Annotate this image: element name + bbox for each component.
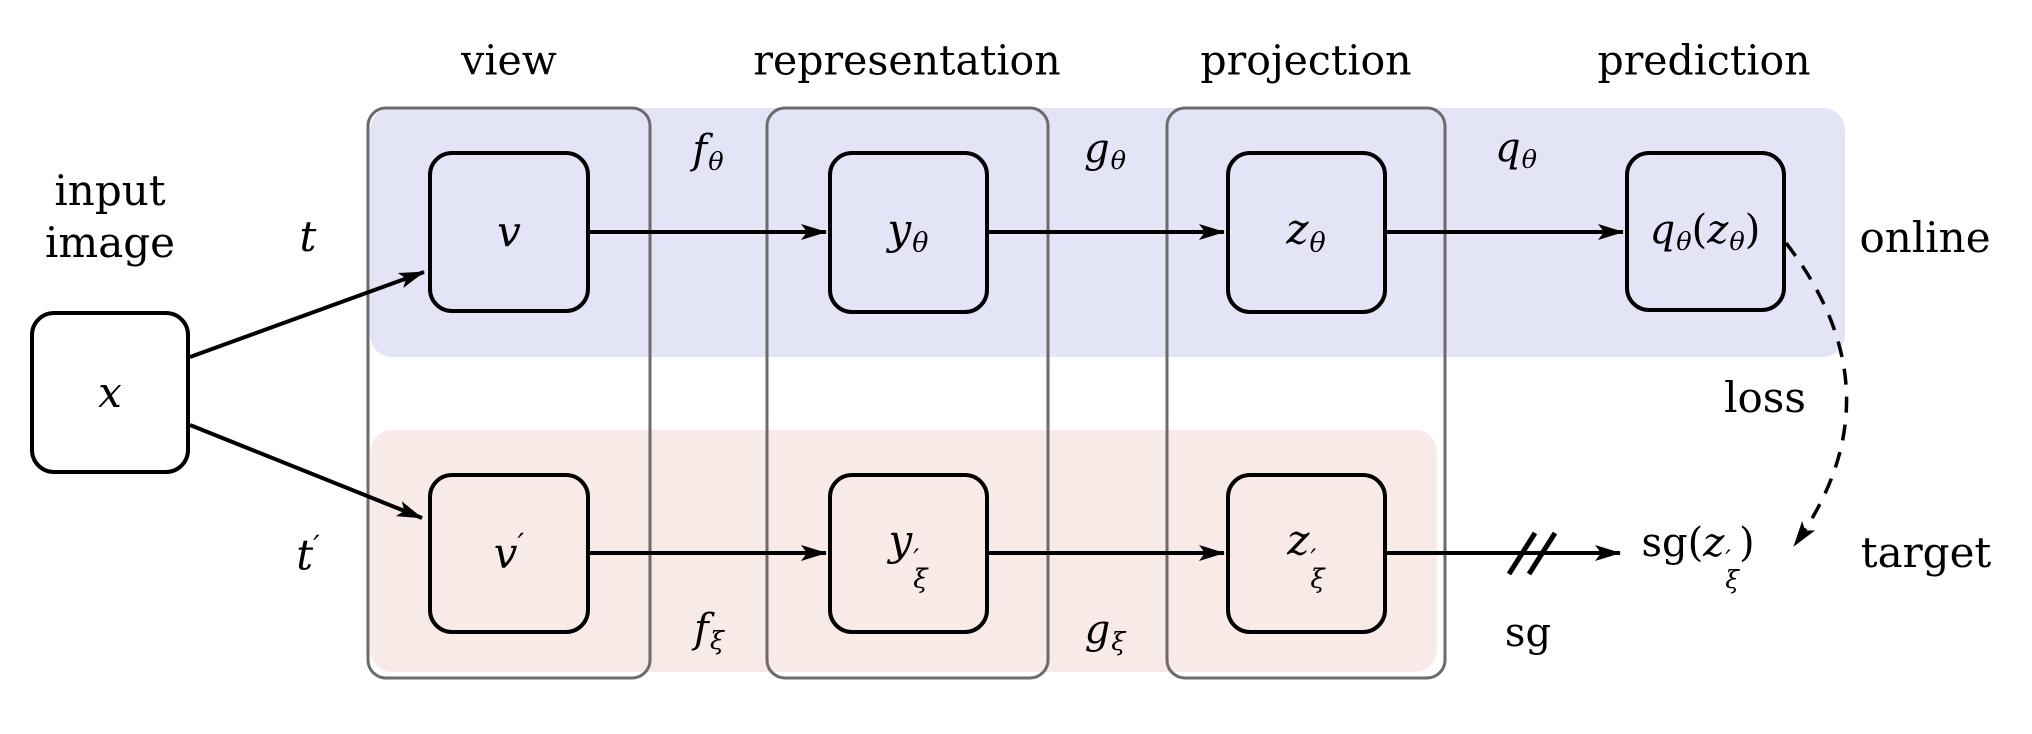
- sg-z-prime-output-label: sg(z′ξ): [1641, 519, 1755, 594]
- representation-y-prime-box: [828, 473, 989, 634]
- stage-header-prediction: prediction: [1597, 36, 1811, 85]
- sg-label: sg: [1504, 610, 1552, 656]
- arrow-x-to-v: [189, 270, 425, 359]
- stage-header-view: view: [461, 36, 557, 85]
- view-column-outline: [366, 106, 652, 680]
- x-node-label: x: [98, 367, 122, 417]
- f-theta-label: fθ: [692, 127, 724, 178]
- view-v-box: [428, 151, 590, 313]
- view-v-prime-box: [428, 473, 590, 634]
- input-image-caption-line1: input: [54, 165, 166, 215]
- g-theta-label: gθ: [1083, 126, 1127, 177]
- stop-gradient-slash-2: [1526, 531, 1558, 576]
- z-xi-prime-node-label: z′ξ: [1287, 515, 1325, 596]
- stage-header-projection: projection: [1200, 36, 1412, 85]
- v-node-label: v: [497, 206, 521, 256]
- q-theta-label: qθ: [1494, 125, 1538, 176]
- representation-y-box: [828, 151, 989, 314]
- projection-z-prime-box: [1226, 473, 1387, 634]
- q-theta-z-node-label: qθ(zθ): [1649, 207, 1761, 258]
- augmentation-t-label: t: [299, 211, 317, 261]
- projection-column-outline: [1165, 106, 1447, 680]
- y-theta-node-label: yθ: [887, 204, 929, 259]
- g-xi-label: gξ: [1084, 607, 1126, 658]
- input-image-box: [30, 311, 190, 474]
- stop-gradient-slash-1: [1506, 531, 1538, 576]
- f-xi-label: fξ: [694, 606, 724, 657]
- target-network-band: [370, 430, 1437, 672]
- input-image-caption: input image: [45, 165, 175, 269]
- arrow-x-to-v-prime: [189, 423, 423, 520]
- representation-column-outline: [765, 106, 1050, 680]
- projection-z-box: [1226, 151, 1387, 314]
- loss-label: loss: [1724, 372, 1806, 422]
- input-image-caption-line2: image: [44, 218, 176, 267]
- target-network-label: target: [1860, 527, 1992, 577]
- y-xi-prime-node-label: y′ξ: [888, 515, 928, 596]
- stage-header-representation: representation: [753, 36, 1061, 85]
- augmentation-t-prime-label: t′: [296, 529, 320, 580]
- z-theta-node-label: zθ: [1286, 204, 1326, 259]
- v-prime-node-label: v′: [493, 527, 525, 578]
- prediction-q-box: [1625, 151, 1786, 312]
- online-network-label: online: [1859, 212, 1991, 262]
- loss-dashed-arrow: [1784, 241, 1849, 548]
